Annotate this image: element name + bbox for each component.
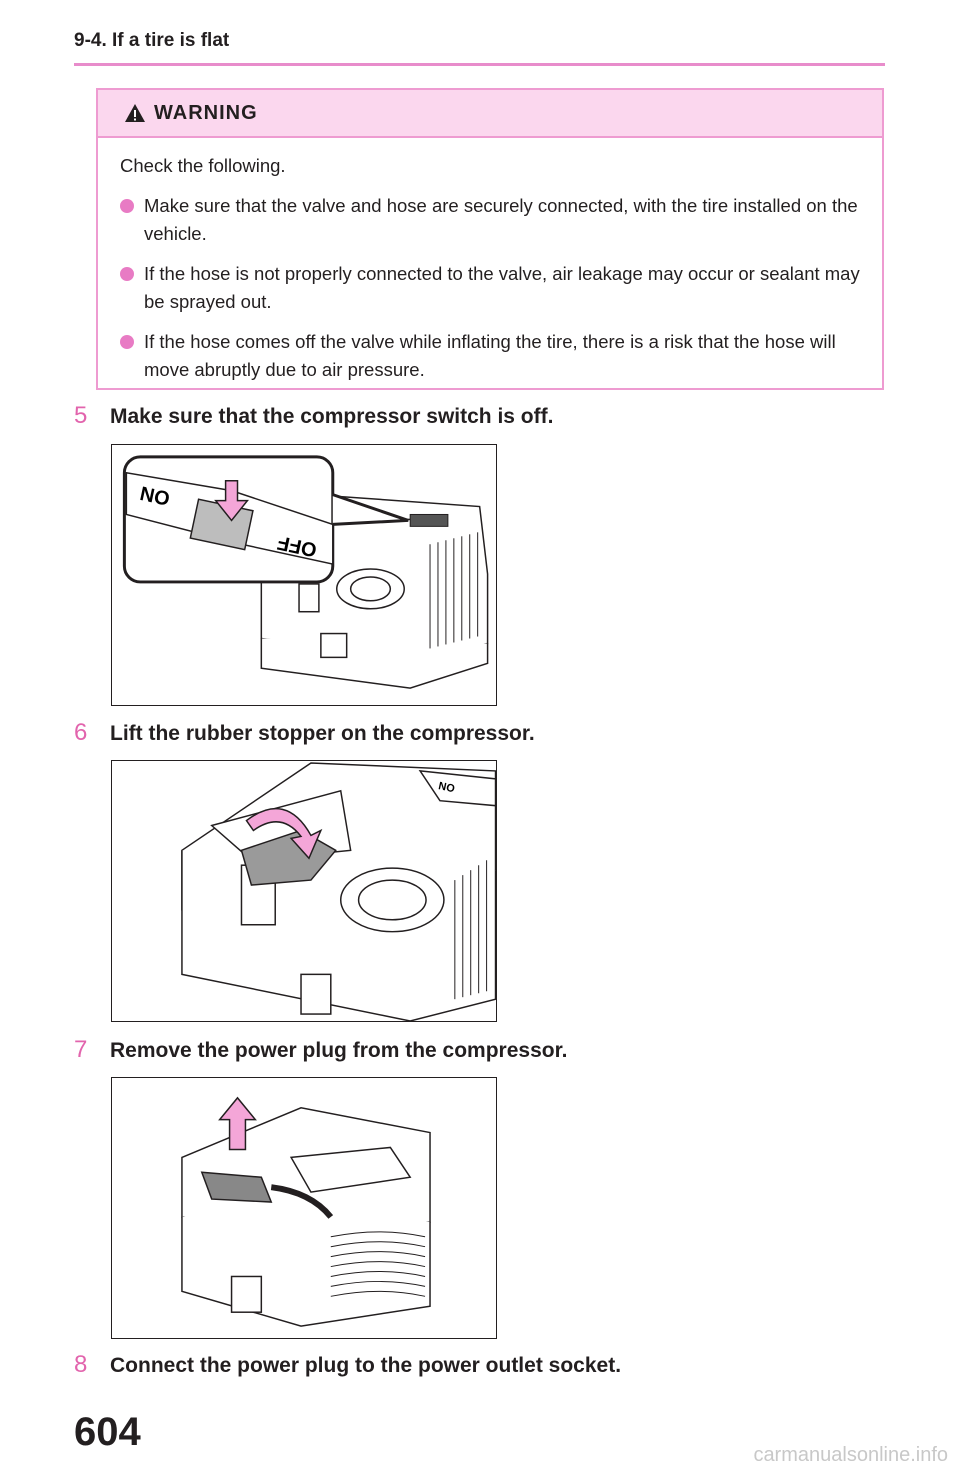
- step-7: 7 Remove the power plug from the compres…: [74, 1036, 567, 1064]
- compressor-switch-illustration: ON OFF: [122, 455, 489, 689]
- fig2-on-label: ON: [437, 779, 456, 794]
- bullet-dot-icon: [120, 335, 134, 349]
- rubber-stopper-illustration: ON: [181, 762, 496, 1021]
- push-arrow-icon: [214, 479, 249, 522]
- warning-body: Check the following. Make sure that the …: [98, 138, 882, 384]
- page-number: 604: [74, 1410, 141, 1454]
- lift-arrow-icon: [245, 807, 323, 860]
- figure-rubber-stopper: ON: [111, 760, 497, 1022]
- step-number: 5: [74, 402, 88, 429]
- warning-bullet-text: If the hose is not properly connected to…: [144, 263, 860, 312]
- step-text: Make sure that the compressor switch is …: [110, 405, 554, 428]
- header-rule: [74, 63, 885, 66]
- warning-bullet-text: Make sure that the valve and hose are se…: [144, 195, 858, 244]
- figure-compressor-switch: ON OFF: [111, 444, 497, 706]
- step-number: 8: [74, 1351, 88, 1378]
- step-text: Remove the power plug from the compresso…: [110, 1039, 568, 1062]
- pull-arrow-icon: [218, 1096, 257, 1151]
- watermark: carmanualsonline.info: [753, 1444, 948, 1466]
- warning-title: WARNING: [154, 101, 258, 124]
- step-text: Connect the power plug to the power outl…: [110, 1354, 622, 1377]
- warning-bullet-text: If the hose comes off the valve while in…: [144, 331, 836, 380]
- section-header: 9-4. If a tire is flat: [74, 30, 230, 51]
- warning-intro: Check the following.: [120, 155, 286, 176]
- figure-power-plug: [111, 1077, 497, 1339]
- step-8: 8 Connect the power plug to the power ou…: [74, 1351, 621, 1379]
- warning-icon: [125, 104, 145, 122]
- bullet-dot-icon: [120, 267, 134, 281]
- warning-bullet: Make sure that the valve and hose are se…: [120, 192, 870, 248]
- warning-bullet: If the hose is not properly connected to…: [120, 260, 870, 316]
- warning-box: WARNING Check the following. Make sure t…: [96, 88, 884, 390]
- step-number: 7: [74, 1036, 88, 1063]
- warning-header: WARNING: [98, 90, 882, 138]
- step-number: 6: [74, 719, 88, 746]
- power-plug-illustration: [181, 1096, 431, 1327]
- step-6: 6 Lift the rubber stopper on the compres…: [74, 719, 535, 747]
- step-5: 5 Make sure that the compressor switch i…: [74, 402, 553, 430]
- warning-bullet: If the hose comes off the valve while in…: [120, 328, 870, 384]
- step-text: Lift the rubber stopper on the compresso…: [110, 722, 535, 745]
- bullet-dot-icon: [120, 199, 134, 213]
